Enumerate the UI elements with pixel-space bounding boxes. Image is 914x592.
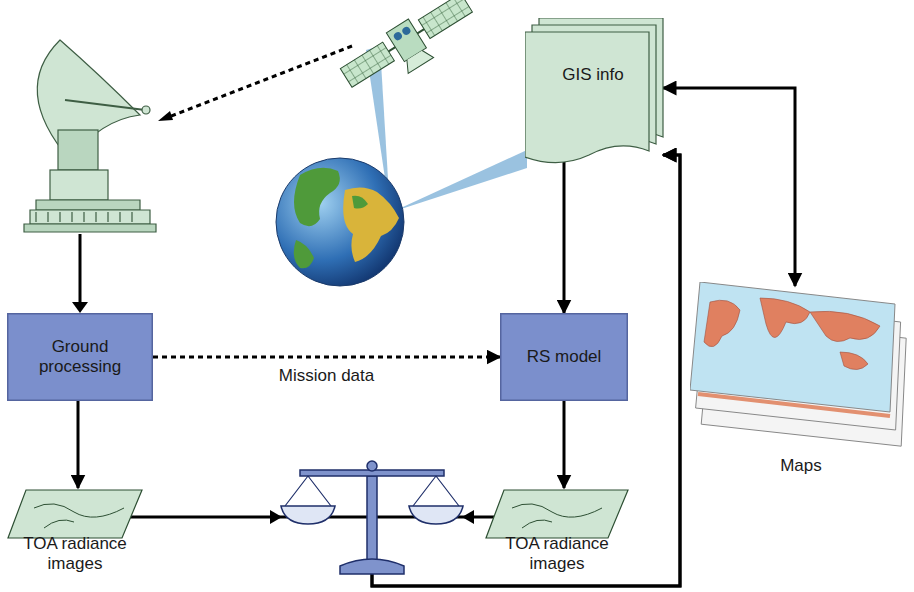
connector: [128, 155, 680, 586]
antenna-link: [79, 234, 82, 304]
process-box: Ground processing: [7, 313, 153, 401]
connector: [153, 356, 500, 359]
map-stack-shape: [690, 282, 912, 480]
image-sheet: TOA radiance images: [482, 488, 632, 574]
antenna-link-head: [72, 302, 88, 313]
scale-input-head: [270, 510, 282, 524]
balance-scale: [281, 461, 463, 574]
gis-document-shape: [525, 18, 665, 165]
edge-label: Mission data: [276, 366, 377, 386]
gis-beam: [392, 150, 527, 212]
process-box: RS model: [500, 313, 628, 401]
box-label: Ground processing: [15, 337, 145, 377]
connector: [563, 159, 566, 313]
item-label: TOA radiance images: [15, 534, 135, 574]
downlink-head: [158, 111, 173, 121]
scale-input-head: [462, 510, 474, 524]
satellite: [337, 0, 482, 103]
ground-antenna: [24, 40, 156, 232]
item-label: GIS info: [562, 65, 623, 85]
map-stack: Maps: [690, 282, 912, 480]
image-sheet: TOA radiance images: [4, 488, 146, 574]
connector: [563, 401, 566, 488]
connector: [77, 401, 80, 488]
connector: [372, 155, 680, 586]
gis-document: GIS info: [525, 18, 665, 165]
downlink: [166, 46, 352, 118]
box-label: RS model: [527, 347, 602, 367]
item-label: Maps: [780, 456, 822, 476]
earth-globe: [276, 158, 404, 286]
item-label: TOA radiance images: [497, 534, 617, 574]
connector: [663, 88, 795, 286]
